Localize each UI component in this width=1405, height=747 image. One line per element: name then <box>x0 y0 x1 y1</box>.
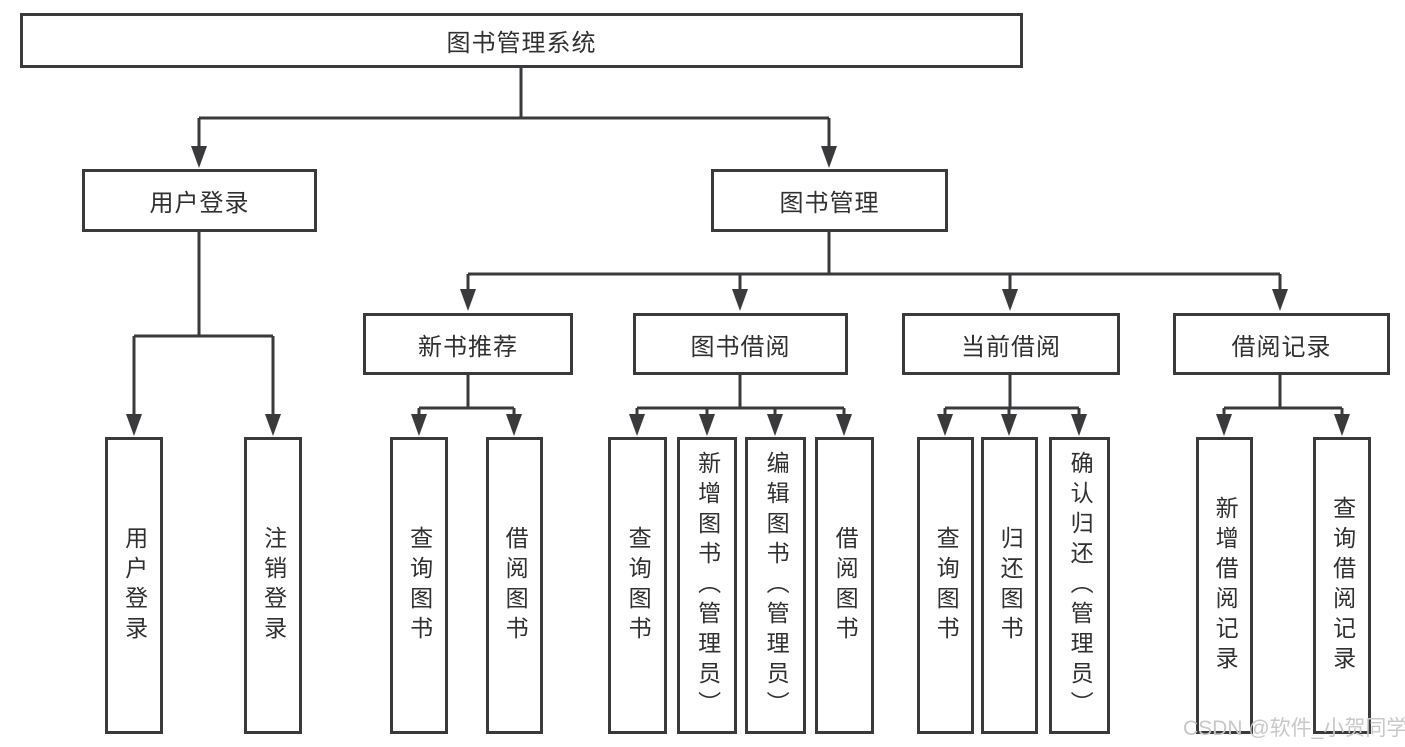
node-borrow-records: 借阅记录 <box>1173 313 1390 375</box>
leaf-borrow-books-label: 借阅图书 <box>832 525 859 646</box>
node-new-book-recommend: 新书推荐 <box>363 313 573 375</box>
leaf-borrow-books: 借阅图书 <box>815 437 874 734</box>
leaf-query-books-borrowing-label: 查询图书 <box>625 525 652 646</box>
csdn-watermark: CSDN @软件_小贺同学 <box>1183 717 1405 740</box>
leaf-query-books-current: 查询图书 <box>917 437 974 734</box>
leaf-confirm-return-admin-label: 确认归还（管理员） <box>1067 450 1094 721</box>
leaf-confirm-return-admin: 确认归还（管理员） <box>1049 437 1110 734</box>
leaf-logout-label: 注销登录 <box>260 525 287 646</box>
arrowheads <box>126 146 1350 436</box>
leaf-query-borrow-record: 查询借阅记录 <box>1313 437 1371 734</box>
leaf-edit-books-admin: 编辑图书（管理员） <box>745 437 806 734</box>
leaf-add-books-admin-label: 新增图书（管理员） <box>694 450 721 721</box>
leaf-return-books-label: 归还图书 <box>997 525 1024 646</box>
node-new-book-recommend-label: 新书推荐 <box>418 333 518 361</box>
leaf-edit-books-admin-label: 编辑图书（管理员） <box>763 450 790 721</box>
node-book-management: 图书管理 <box>711 169 948 232</box>
leaf-query-borrow-record-label: 查询借阅记录 <box>1329 495 1356 676</box>
leaf-query-books-current-label: 查询图书 <box>933 525 960 646</box>
leaf-borrow-books-recommend: 借阅图书 <box>486 437 543 734</box>
node-root: 图书管理系统 <box>20 13 1023 68</box>
node-book-borrowing-label: 图书借阅 <box>690 333 791 361</box>
node-user-login: 用户登录 <box>82 169 317 232</box>
leaf-query-books-recommend: 查询图书 <box>390 437 448 734</box>
node-user-login-label: 用户登录 <box>149 190 250 217</box>
leaf-return-books: 归还图书 <box>981 437 1038 734</box>
leaf-add-borrow-record-label: 新增借阅记录 <box>1212 495 1239 676</box>
leaf-add-borrow-record: 新增借阅记录 <box>1196 437 1253 734</box>
node-borrow-records-label: 借阅记录 <box>1231 333 1332 361</box>
node-current-borrowing: 当前借阅 <box>902 313 1120 375</box>
leaf-user-login: 用户登录 <box>105 437 163 734</box>
leaf-query-books-borrowing: 查询图书 <box>608 437 667 734</box>
node-current-borrowing-label: 当前借阅 <box>961 333 1061 361</box>
node-book-management-label: 图书管理 <box>779 190 880 217</box>
leaf-add-books-admin: 新增图书（管理员） <box>677 437 737 734</box>
node-book-borrowing: 图书借阅 <box>633 313 848 375</box>
leaf-borrow-books-recommend-label: 借阅图书 <box>502 525 529 646</box>
leaf-query-books-recommend-label: 查询图书 <box>406 525 433 646</box>
node-root-label: 图书管理系统 <box>446 30 597 57</box>
leaf-user-login-label: 用户登录 <box>121 525 148 646</box>
leaf-logout: 注销登录 <box>244 437 302 734</box>
